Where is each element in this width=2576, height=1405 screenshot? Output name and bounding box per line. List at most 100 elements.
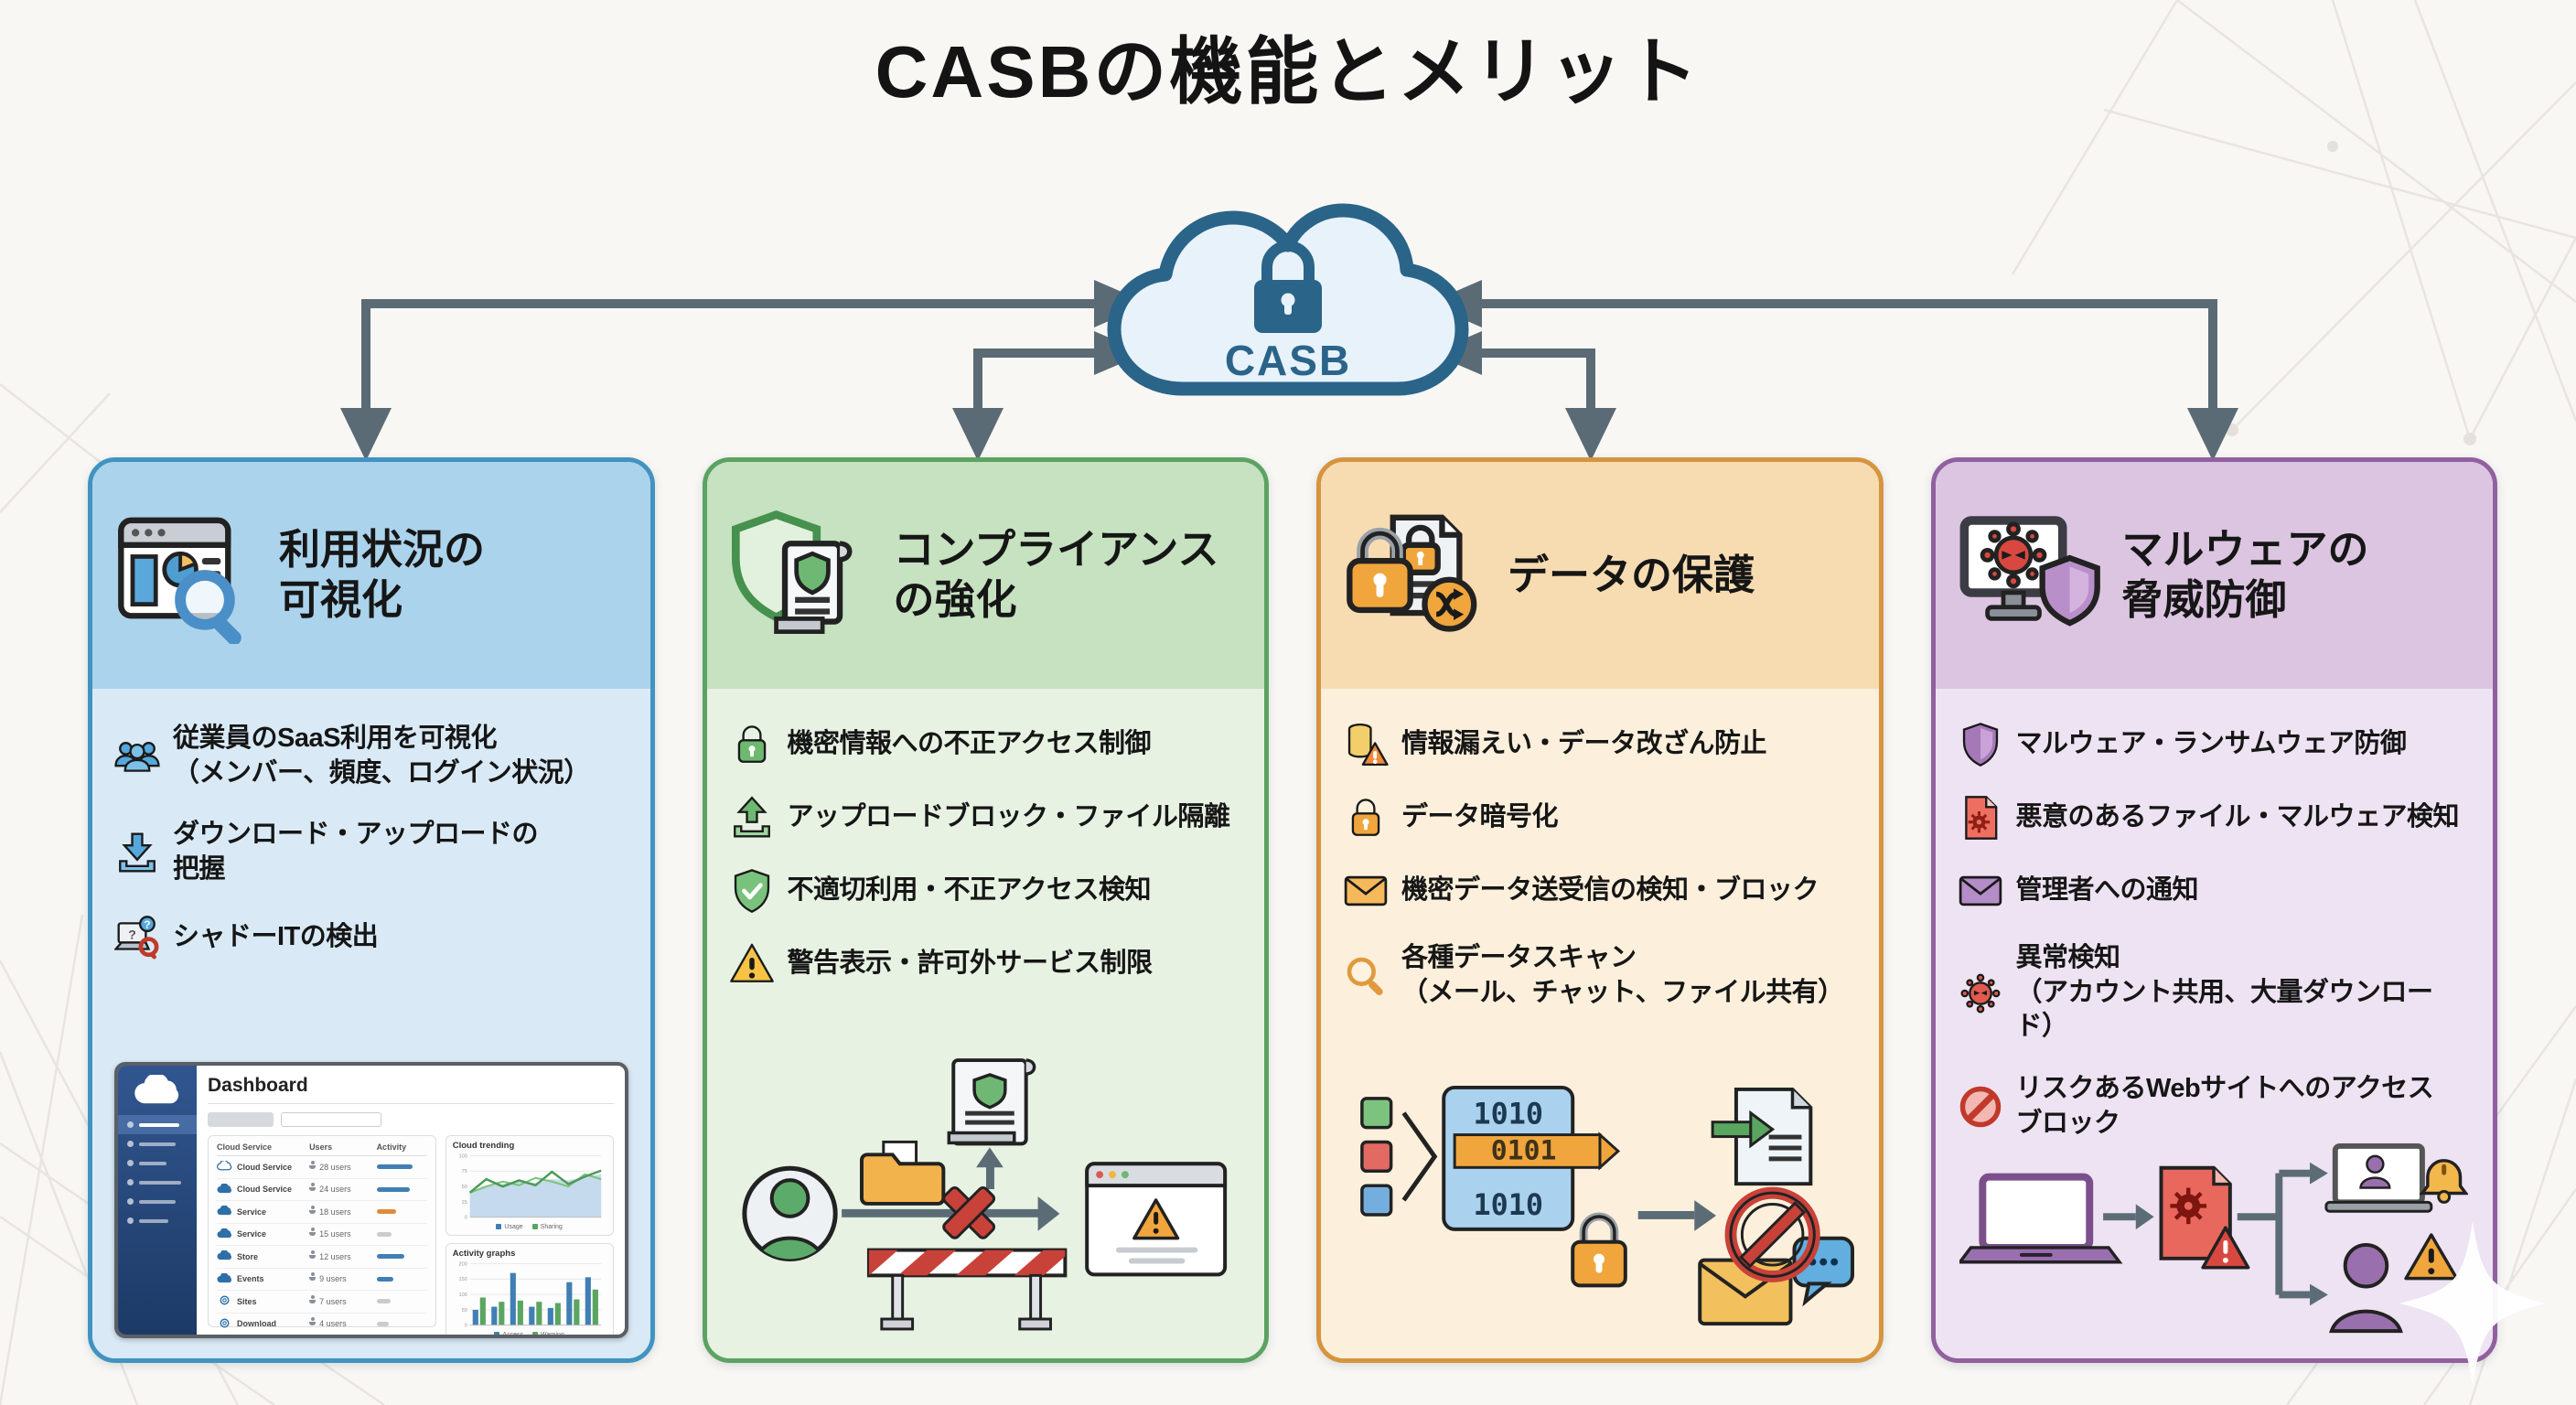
activity-bar (376, 1209, 427, 1215)
flow-arrow (1637, 1200, 1716, 1231)
data-feature-list: 情報漏えい・データ改ざん防止データ暗号化機密データ送受信の検知・ブロック各種デー… (1343, 722, 1857, 1010)
data-source-squares (1359, 1097, 1393, 1217)
users-cell: 28 users (309, 1160, 377, 1172)
locked-document-icon (1343, 502, 1489, 649)
monitor-virus-shield-icon (1958, 502, 2104, 649)
table-header: Cloud Service Users Activity (217, 1142, 427, 1156)
feature-text: 各種データスキャン （メール、チャット、ファイル共有） (1401, 943, 1844, 1007)
virus-glyph (1980, 521, 2046, 589)
lock-icon (1254, 241, 1322, 333)
service-name: Cloud Service (237, 1162, 293, 1172)
upload-arrow (976, 1147, 1004, 1190)
panel-data-header: データの保護 (1321, 462, 1879, 689)
service-icon (217, 1160, 232, 1173)
feature-item: 管理者への通知 (1958, 868, 2472, 914)
warning-icon (729, 941, 775, 987)
red-x-icon (942, 1185, 996, 1239)
menu-item (118, 1115, 197, 1134)
activity-bar (376, 1164, 427, 1170)
shield-document-icon (729, 502, 875, 649)
service-icon (217, 1228, 232, 1240)
service-name: Store (237, 1251, 259, 1261)
panel-compliance: コンプライアンス の強化 機密情報への不正アクセス制御アップロードブロック・ファ… (702, 457, 1269, 1363)
service-name: Sites (237, 1296, 257, 1306)
page-title: CASBの機能とメリット (875, 31, 1701, 113)
panel-data-title: データの保護 (1508, 551, 1755, 598)
panel-malware-title: マルウェアの 脅威防御 (2121, 526, 2369, 623)
person-icon (309, 1272, 317, 1282)
panel-usage-visibility: 利用状況の 可視化 従業員のSaaS利用を可視化 （メンバー、頻度、ログイン状況… (88, 457, 655, 1363)
panel-usage-header: 利用状況の 可視化 (92, 462, 650, 689)
feature-item: マルウェア・ランサムウェア防御 (1958, 722, 2472, 767)
lock-orange-icon (1343, 795, 1389, 841)
svg-text:?: ? (128, 927, 136, 941)
feature-text: ダウンロード・アップロードの 把握 (173, 820, 539, 885)
menu-item (118, 1192, 197, 1211)
service-icon (217, 1183, 232, 1196)
activity-bar (376, 1276, 427, 1282)
feature-item: 情報漏えい・データ改ざん防止 (1343, 722, 1857, 767)
bar-chart-legend: Access Warning (453, 1332, 606, 1335)
users-cell: 18 users (309, 1205, 377, 1217)
highlight-band: 0101 (1453, 1132, 1620, 1171)
svg-text:0101: 0101 (1491, 1134, 1557, 1166)
warning-triangle-red (2201, 1226, 2250, 1270)
svg-text:1010: 1010 (1473, 1099, 1543, 1132)
feature-text: 異常検知 （アカウント共用、大量ダウンロード） (2015, 943, 2434, 1042)
cloud-label: CASB (1225, 337, 1351, 384)
shuffle-badge (1422, 576, 1477, 632)
feature-item: 従業員のSaaS利用を可視化 （メンバー、頻度、ログイン状況） (114, 722, 628, 790)
feature-text: 機密情報への不正アクセス制御 (787, 729, 1152, 759)
data-leak-icon (1343, 722, 1389, 767)
padlock-icon (1570, 1212, 1627, 1288)
policy-scroll-icon (947, 1058, 1036, 1146)
users-cell: 15 users (309, 1228, 377, 1239)
line-chart-legend: Usage Sharing (453, 1224, 606, 1230)
warning-browser-window (1085, 1162, 1228, 1277)
feature-text: リスクあるWebサイトへのアクセス ブロック (2015, 1074, 2434, 1138)
cloud-logo-icon (134, 1073, 181, 1106)
bar-chart-title: Activity graphs (452, 1249, 516, 1260)
arrow-1 (2103, 1204, 2154, 1230)
panel-data-protection: データの保護 情報漏えい・データ改ざん防止データ暗号化機密データ送受信の検知・ブ… (1316, 457, 1884, 1363)
menu-item (118, 1134, 197, 1153)
service-name: Service (237, 1229, 267, 1239)
dashboard-sidebar (118, 1066, 197, 1335)
svg-text:0: 0 (464, 1216, 467, 1221)
chevron (1401, 1111, 1438, 1202)
casb-cloud: CASB (1087, 172, 1489, 439)
user-avatar (742, 1165, 838, 1261)
feature-item: ??シャドーITの検出 (113, 915, 628, 960)
compliance-feature-list: 機密情報への不正アクセス制御アップロードブロック・ファイル隔離不適切利用・不正ア… (729, 722, 1243, 987)
svg-text:50: 50 (461, 1308, 467, 1314)
virus-icon (1958, 971, 2003, 1016)
person-icon (309, 1183, 317, 1192)
panel-malware-defense: マルウェアの 脅威防御 マルウェア・ランサムウェア防御悪意のあるファイル・マルウ… (1930, 457, 2497, 1363)
dashboard-toolbar (208, 1112, 614, 1127)
svg-text:100: 100 (458, 1292, 467, 1298)
scan-icon (1343, 953, 1389, 999)
feature-text: 悪意のあるファイル・マルウェア検知 (2015, 802, 2460, 832)
warning-triangle-yellow (2404, 1233, 2459, 1281)
malware-file-icon (1958, 795, 2003, 841)
feature-item: 不適切利用・不正アクセス検知 (729, 868, 1243, 914)
activity-bar (376, 1321, 427, 1326)
mail-purple-icon (1958, 868, 2003, 914)
svg-text:50: 50 (461, 1185, 467, 1190)
dashboard-menu (118, 1115, 197, 1230)
feature-text: アップロードブロック・ファイル隔離 (787, 802, 1230, 832)
dashboard-search-icon (114, 502, 261, 649)
feature-item: リスクあるWebサイトへのアクセス ブロック (1958, 1072, 2472, 1141)
activity-bar (376, 1299, 427, 1304)
users-cell: 9 users (309, 1272, 377, 1283)
shield-check-icon (729, 868, 775, 914)
feature-item: 各種データスキャン （メール、チャット、ファイル共有） (1343, 941, 1857, 1010)
barrier-icon (867, 1248, 1068, 1331)
